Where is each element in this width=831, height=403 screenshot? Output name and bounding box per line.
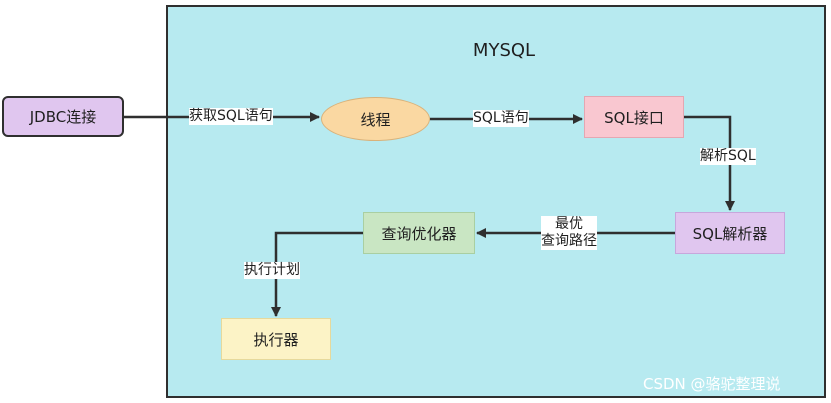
jdbc-connection-node: JDBC连接 — [2, 96, 124, 137]
diagram-title: MYSQL — [472, 40, 536, 61]
edge-optimizer-to-executor — [271, 231, 363, 317]
edge-label-get-sql: 获取SQL语句 — [189, 108, 273, 125]
edge-label-exec-plan: 执行计划 — [244, 262, 300, 279]
sql-parser-node: SQL解析器 — [675, 212, 785, 254]
edge-label-sql-statement: SQL语句 — [473, 110, 529, 127]
executor-node: 执行器 — [221, 318, 331, 360]
sql-interface-node: SQL接口 — [584, 96, 684, 138]
thread-node: 线程 — [321, 97, 430, 141]
edge-label-best-path: 最优 查询路径 — [541, 216, 597, 250]
edge-label-best-path-line2: 查询路径 — [541, 233, 597, 249]
edge-sql-interface-to-parser — [684, 115, 735, 211]
edge-label-parse-sql: 解析SQL — [700, 148, 756, 165]
edge-label-best-path-line1: 最优 — [555, 216, 583, 232]
query-optimizer-node: 查询优化器 — [363, 212, 475, 254]
watermark: CSDN @骆驼整理说 — [643, 375, 781, 393]
